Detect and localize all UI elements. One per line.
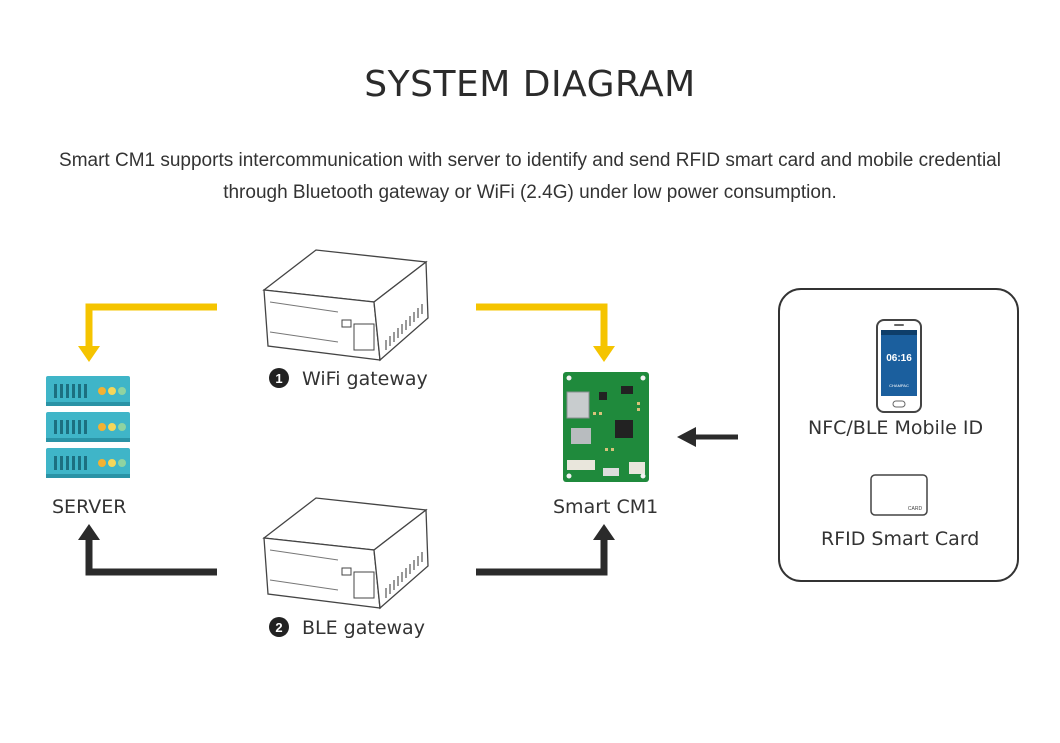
description-text: Smart CM1 supports intercommunication wi…	[59, 150, 1001, 203]
wifi-gateway-label: WiFi gateway	[302, 368, 428, 390]
page-title: SYSTEM DIAGRAM	[364, 64, 696, 105]
wifi-gateway-icon	[263, 249, 429, 361]
wifi-number-badge: 1	[269, 368, 289, 388]
wifi-arrow-to-server	[78, 303, 217, 362]
card-text: CARD	[908, 506, 923, 512]
smart-cm1-board-icon	[563, 372, 649, 482]
svg-text:1: 1	[275, 371, 282, 386]
phone-screen-time: 06:16	[886, 353, 912, 364]
credentials-panel	[778, 288, 1019, 582]
ble-gateway-label: BLE gateway	[302, 617, 425, 639]
rfid-card-icon: CARD	[870, 474, 928, 516]
mobile-phone-icon: 06:16 CHAMPAC	[876, 319, 922, 413]
server-label: SERVER	[52, 496, 127, 518]
svg-text:2: 2	[275, 620, 282, 635]
smart-cm1-label: Smart CM1	[553, 496, 659, 518]
ble-arrow-to-cm1	[476, 524, 615, 576]
wifi-arrow-to-cm1	[476, 303, 615, 362]
ble-gateway-icon	[263, 497, 429, 609]
credential-arrow	[677, 427, 738, 447]
ble-number-badge: 2	[269, 617, 289, 637]
phone-screen-brand: CHAMPAC	[889, 383, 909, 388]
ble-arrow-to-server	[78, 524, 217, 576]
mobile-id-label: NFC/BLE Mobile ID	[808, 417, 984, 439]
smart-card-label: RFID Smart Card	[821, 528, 980, 550]
server-icon	[46, 376, 130, 478]
